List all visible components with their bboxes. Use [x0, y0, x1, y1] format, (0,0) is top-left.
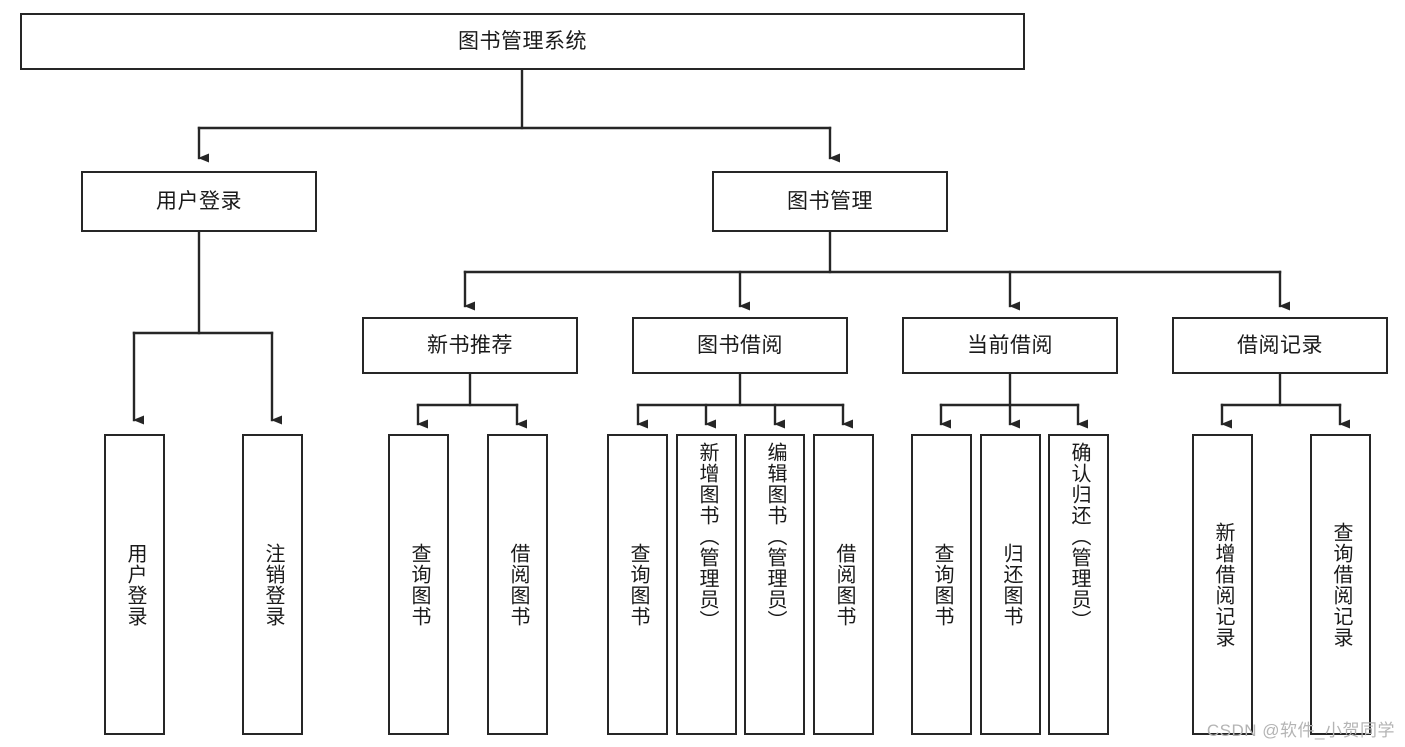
node-leaf-query-book-2[interactable]: 查询图书 [607, 434, 668, 735]
node-new-book-recommend[interactable]: 新书推荐 [362, 317, 578, 374]
node-leaf-return-book[interactable]: 归还图书 [980, 434, 1041, 735]
node-leaf-user-login[interactable]: 用户登录 [104, 434, 165, 735]
node-leaf-query-book-3[interactable]: 查询图书 [911, 434, 972, 735]
node-label: 查询借阅记录 [1330, 521, 1352, 648]
node-leaf-edit-book[interactable]: 编辑图书（管理员） [744, 434, 805, 735]
node-label: 查询图书 [931, 542, 953, 627]
node-label: 新增借阅记录 [1212, 521, 1234, 648]
node-label: 查询图书 [408, 542, 430, 627]
node-label: 确认归还（管理员） [1068, 442, 1090, 631]
node-leaf-add-record[interactable]: 新增借阅记录 [1192, 434, 1253, 735]
node-label: 注销登录 [262, 542, 284, 627]
node-leaf-borrow-book-2[interactable]: 借阅图书 [813, 434, 874, 735]
node-leaf-add-book[interactable]: 新增图书（管理员） [676, 434, 737, 735]
node-leaf-query-book-1[interactable]: 查询图书 [388, 434, 449, 735]
node-label: 借阅记录 [1237, 333, 1323, 357]
node-label: 归还图书 [1000, 542, 1022, 627]
node-label: 编辑图书（管理员） [764, 442, 786, 631]
node-label: 借阅图书 [833, 542, 855, 627]
node-label: 当前借阅 [967, 333, 1053, 357]
node-label: 新增图书（管理员） [696, 442, 718, 631]
node-leaf-borrow-book-1[interactable]: 借阅图书 [487, 434, 548, 735]
node-current-borrow[interactable]: 当前借阅 [902, 317, 1118, 374]
node-label: 新书推荐 [427, 333, 513, 357]
node-label: 图书管理 [787, 189, 873, 213]
node-leaf-logout-login[interactable]: 注销登录 [242, 434, 303, 735]
node-user-login[interactable]: 用户登录 [81, 171, 317, 232]
node-leaf-confirm-return[interactable]: 确认归还（管理员） [1048, 434, 1109, 735]
node-book-borrow[interactable]: 图书借阅 [632, 317, 848, 374]
node-label: 图书管理系统 [458, 29, 587, 53]
node-borrow-record[interactable]: 借阅记录 [1172, 317, 1388, 374]
node-label: 用户登录 [124, 542, 146, 627]
node-label: 查询图书 [627, 542, 649, 627]
node-book-manage[interactable]: 图书管理 [712, 171, 948, 232]
node-label: 图书借阅 [697, 333, 783, 357]
node-label: 借阅图书 [507, 542, 529, 627]
node-book-management-system[interactable]: 图书管理系统 [20, 13, 1025, 70]
node-leaf-query-record[interactable]: 查询借阅记录 [1310, 434, 1371, 735]
node-label: 用户登录 [156, 189, 242, 213]
